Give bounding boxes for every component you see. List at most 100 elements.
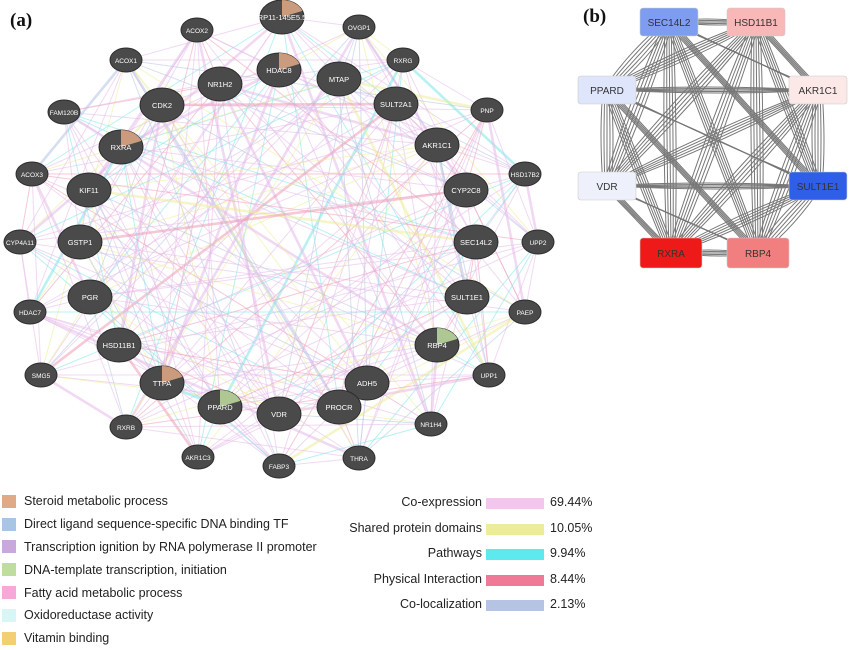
network-type-bar [486, 498, 544, 509]
network-edge [125, 426, 360, 459]
gene-node: RBP4 [414, 327, 460, 363]
gene-node: NR1H2 [197, 66, 243, 102]
network-edge [89, 241, 477, 298]
network-legend-item: Co-expression 69.44% [330, 493, 610, 519]
gene-node: FABP3 [262, 453, 296, 479]
network-edge [31, 103, 397, 175]
function-wedge [282, 0, 303, 17]
hub-edge [821, 89, 825, 187]
hub-edge [670, 21, 674, 254]
network-edge [88, 189, 280, 415]
gene-node: PAEP [508, 299, 542, 325]
gene-node-circle [262, 453, 296, 479]
function-label: Steroid metabolic process [24, 494, 168, 509]
network-edge [281, 16, 539, 243]
network-edge [88, 144, 438, 191]
hub-edge [819, 89, 822, 187]
hub-edge [757, 21, 761, 254]
gene-node-circle [47, 99, 81, 125]
network-edge [338, 78, 526, 175]
network-edge [219, 296, 468, 408]
gene-node-label: PPARD [207, 403, 233, 412]
network-edge [219, 59, 404, 85]
hub-edge [610, 89, 763, 254]
hub-gene-node: SULT1E1 [788, 171, 848, 201]
gene-node: RP11-145E5.5 [258, 0, 306, 35]
hub-gene-box [577, 75, 637, 105]
network-edge [196, 29, 438, 146]
gene-node-label: SEC14L2 [460, 238, 492, 247]
hub-gene-label: PPARD [590, 86, 624, 97]
gene-node-label: NR1H4 [420, 422, 442, 429]
gene-node-label: FABP3 [269, 464, 290, 471]
network-edge [29, 310, 360, 460]
hub-edge [610, 89, 676, 254]
hub-edge [668, 21, 819, 187]
network-edge [338, 109, 488, 408]
network-edge [278, 173, 526, 415]
network-edge [88, 189, 221, 408]
gene-node-label: HDAC7 [19, 310, 41, 317]
network-type-percent: 69.44% [550, 495, 593, 509]
hub-gene-label: HSD11B1 [734, 18, 778, 29]
network-edge [31, 26, 360, 175]
network-edge [79, 144, 438, 243]
gene-node-circle [139, 87, 185, 123]
gene-node-circle [109, 414, 143, 440]
network-edge [79, 188, 467, 244]
network-edge [278, 423, 432, 467]
function-legend-item: Transcription ignition by RNA polymerase… [2, 536, 317, 559]
gene-node: MTAP [316, 61, 362, 97]
gene-node: FAM120B [47, 99, 81, 125]
hub-edge [668, 89, 817, 254]
hub-edge [664, 21, 815, 187]
network-edge [31, 173, 539, 243]
hub-edge [602, 21, 753, 187]
gene-node-label: CYP4A11 [6, 240, 34, 247]
hub-edge [608, 89, 611, 187]
gene-node-label: HSD11B1 [103, 341, 136, 350]
network-edge [161, 104, 488, 111]
function-wedge [162, 366, 183, 383]
gene-node-circle [197, 66, 243, 102]
network-edge [63, 111, 81, 243]
gene-node-label: THRA [350, 456, 368, 463]
network-edge [358, 26, 438, 346]
network-edge [19, 109, 488, 243]
gene-node: RXRB [109, 414, 143, 440]
network-edge [366, 109, 488, 384]
gene-node-circle [57, 224, 103, 260]
network-edge [160, 69, 281, 384]
network-edge [430, 144, 438, 425]
gene-node-label: SULT1E1 [451, 293, 483, 302]
gene-node: ADH5 [344, 365, 390, 401]
network-type-percent: 2.13% [550, 597, 586, 611]
hub-edge [608, 89, 761, 254]
hub-edge [666, 89, 815, 254]
function-swatch [2, 563, 16, 577]
gene-node-circle [470, 97, 504, 123]
gene-node-circle [316, 61, 362, 97]
gene-node: RXRA [98, 129, 144, 165]
gene-node-label: MTAP [329, 75, 349, 84]
hub-edge [750, 21, 755, 254]
hub-edge [608, 89, 674, 254]
gene-node: HDAC8 [256, 52, 302, 88]
gene-node-label: NR1H2 [208, 80, 233, 89]
network-edge [435, 144, 469, 298]
gene-node-label: RXRG [394, 58, 413, 65]
gene-node: AKR1C1 [414, 127, 460, 163]
hub-gene-label: RBP4 [745, 249, 772, 260]
function-wedge [437, 328, 458, 345]
network-edge [118, 189, 467, 346]
gene-node-circle [342, 445, 376, 471]
network-legend-item: Physical Interaction 8.44% [330, 570, 610, 596]
network-edge [118, 344, 280, 415]
network-edge [79, 241, 438, 346]
gene-node-circle [15, 161, 49, 187]
hub-edge [602, 89, 668, 254]
network-legend-item: Pathways 9.94% [330, 544, 610, 570]
interaction-network-a: RP11-145E5.5OVGP1ACOX2RXRGACOX1NR1H2HDAC… [3, 0, 555, 479]
network-type-label: Physical Interaction [373, 571, 482, 586]
